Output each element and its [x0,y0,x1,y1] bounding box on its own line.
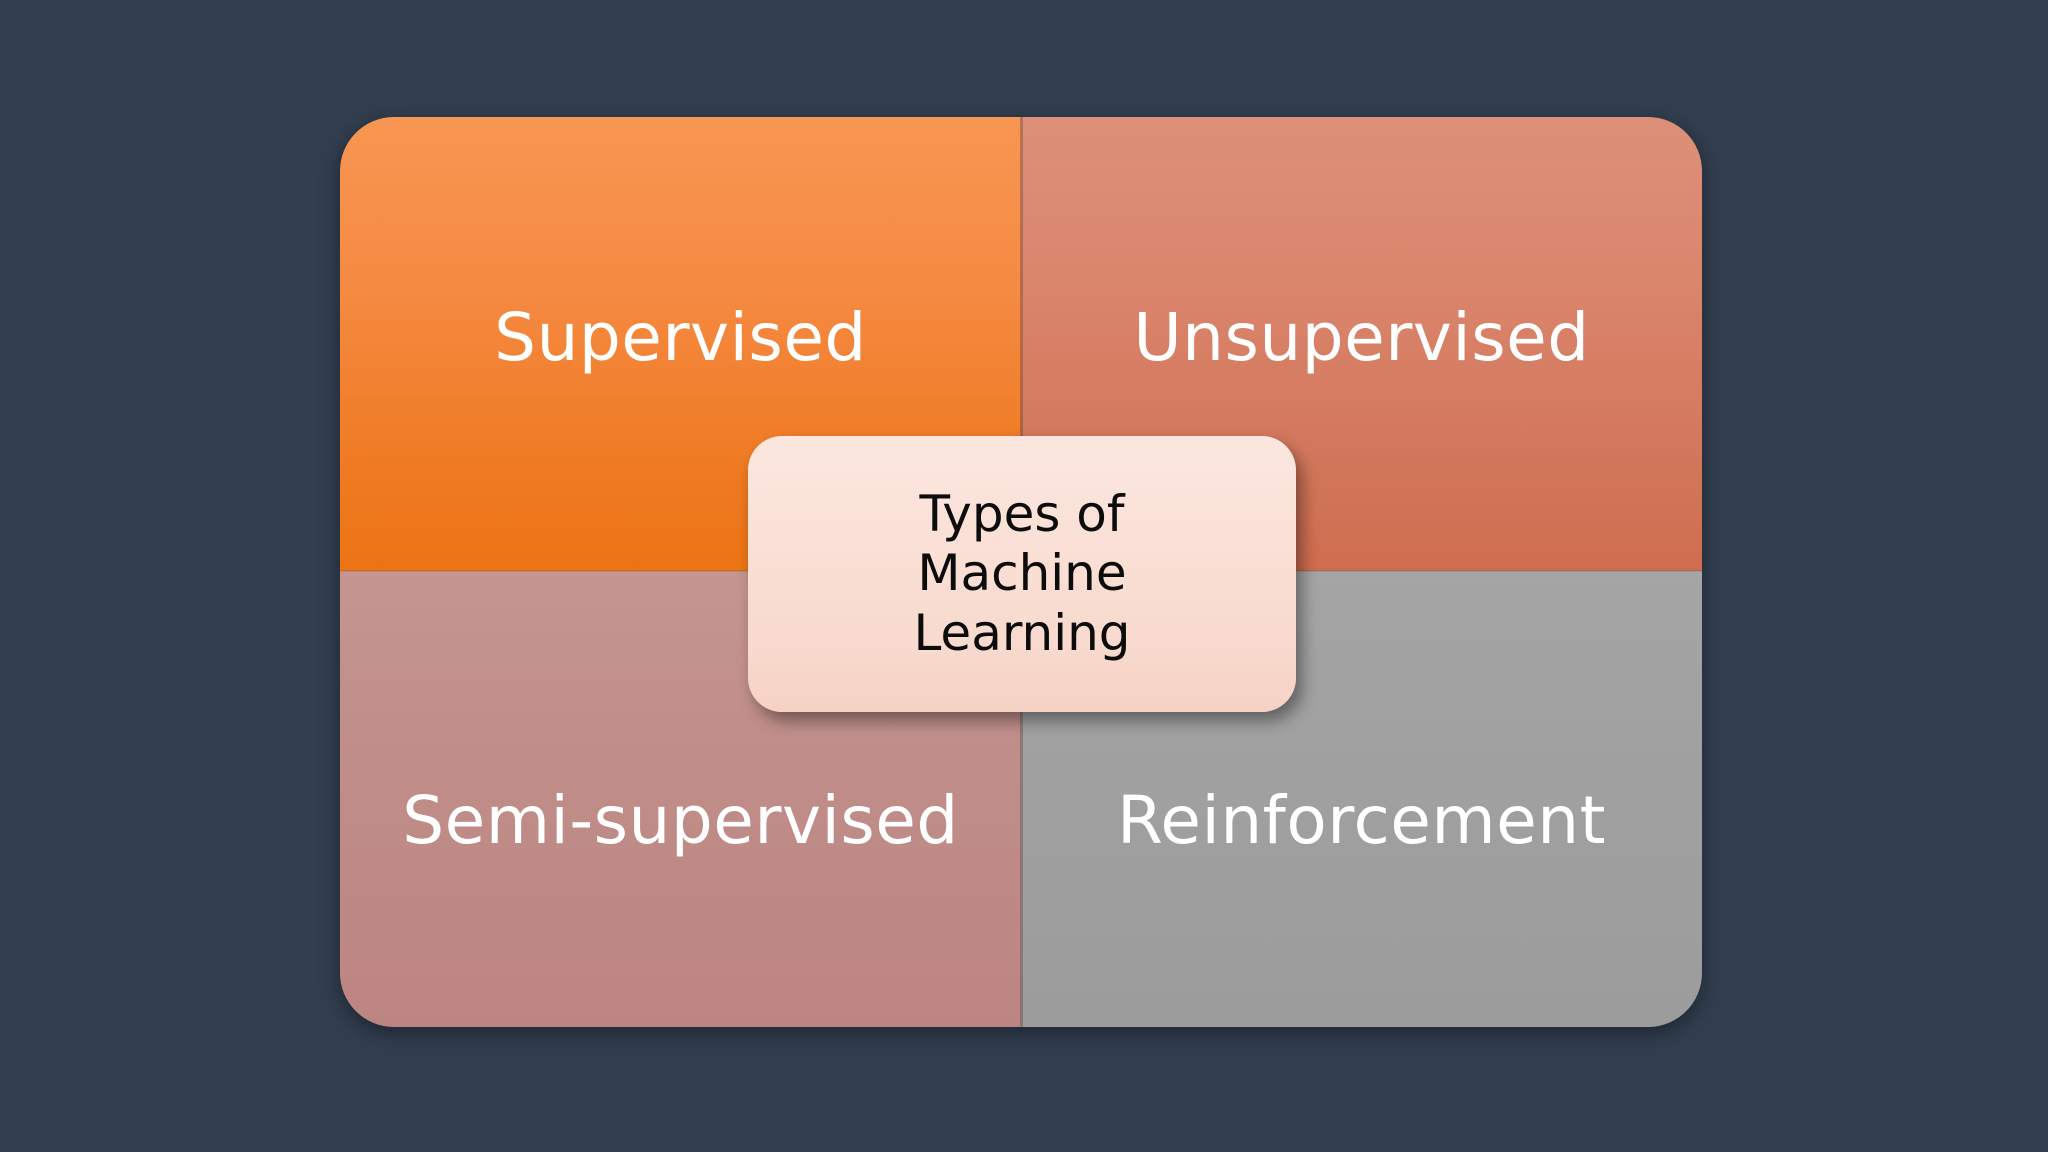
quadrant-supervised-label: Supervised [494,299,867,377]
quadrant-semi-supervised-label: Semi-supervised [402,782,959,860]
quadrant-unsupervised-label: Unsupervised [1133,299,1590,377]
center-callout-title: Types of Machine Learning [913,484,1131,662]
quadrant-reinforcement-label: Reinforcement [1117,782,1606,860]
center-callout-box[interactable]: Types of Machine Learning [748,436,1296,712]
quadrant-semi-supervised[interactable]: Semi-supervised [340,571,1021,1027]
quadrant-supervised[interactable]: Supervised [340,117,1021,572]
